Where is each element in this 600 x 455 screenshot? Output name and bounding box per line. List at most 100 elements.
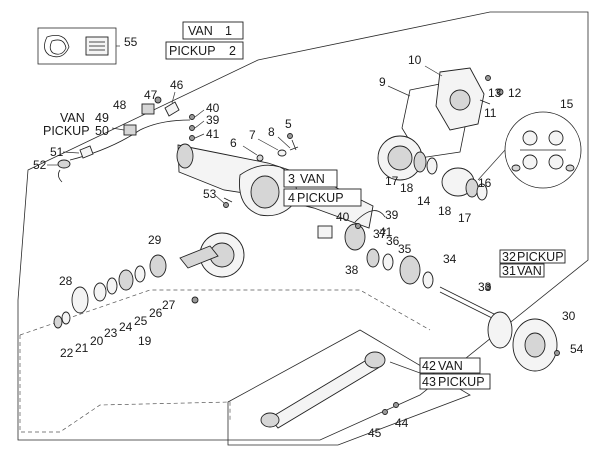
callout-41-mid: 41 (379, 225, 393, 239)
callout-25: 25 (134, 314, 148, 328)
tag-left-pickup-label: PICKUP (43, 124, 90, 138)
callout-55: 55 (124, 35, 138, 49)
tag-left-van-label: VAN (60, 111, 85, 125)
plug-6 (256, 154, 264, 162)
gasket-kit: 55 (37, 27, 138, 65)
callout-12: 12 (508, 86, 522, 100)
callout-16: 16 (478, 176, 492, 190)
tag-left-van-ref: 49 (95, 111, 109, 125)
seal-38 (366, 248, 380, 268)
gasket-inner-icon (49, 39, 67, 55)
callout-40-top: 40 (206, 101, 220, 115)
callout-10: 10 (408, 53, 422, 67)
washer-20 (61, 311, 71, 325)
shim-17-upper (426, 157, 438, 175)
bearing-18-upper (413, 151, 427, 173)
callout-18-lower: 18 (438, 204, 452, 218)
tag-pickup-ref: 2 (229, 44, 236, 58)
flange-28 (71, 286, 89, 314)
shim-24 (106, 277, 118, 295)
spacer-34 (422, 271, 434, 289)
callout-8: 8 (268, 125, 275, 139)
callout-35: 35 (398, 242, 412, 256)
tag-pickup-label: PICKUP (169, 44, 216, 58)
callout-44: 44 (395, 416, 409, 430)
callout-37: 37 (373, 227, 387, 241)
carrier-opening (250, 175, 280, 209)
brake-cable-cluster (57, 96, 195, 183)
callout-46: 46 (170, 78, 184, 92)
callout-6: 6 (230, 136, 237, 150)
callout-17-upper: 17 (385, 174, 399, 188)
tag-mid-van-box (283, 169, 338, 188)
callout-21: 21 (75, 341, 89, 355)
screw-11 (479, 99, 491, 105)
callout-27: 27 (162, 298, 176, 312)
bolt-13 (485, 75, 491, 81)
clamp-51 (79, 145, 94, 159)
tag-pickup-box (165, 41, 244, 60)
tag-shaft-pickup-label: PICKUP (438, 375, 485, 389)
callout-22: 22 (60, 346, 74, 360)
propeller-shaft (269, 357, 379, 429)
tag-shaft-van-box (419, 357, 481, 374)
callout-52: 52 (33, 158, 47, 172)
rear-cover-group (401, 67, 504, 159)
breather-53 (223, 202, 229, 208)
callout-54: 54 (570, 342, 584, 356)
callout-5: 5 (285, 117, 292, 131)
callout-40-mid: 40 (336, 210, 350, 224)
tag-mid-ref-4: 4 (288, 191, 295, 205)
pinion-shaft-29 (179, 245, 219, 269)
dashed-boundary-2 (19, 289, 431, 336)
callout-9: 9 (379, 75, 386, 89)
axle-flange-right (344, 223, 366, 251)
tag-shaft-van-label: VAN (438, 359, 463, 373)
bolt-45 (382, 409, 388, 415)
tag-van-box (182, 21, 244, 40)
variant-tag-mid: 3 VAN 4 PICKUP (283, 169, 362, 207)
bracket-48 (141, 103, 155, 115)
callout-33: 33 (478, 280, 492, 294)
brake-pipe-right (354, 210, 386, 229)
tag-right-pickup-box (499, 249, 566, 264)
pinion-group (53, 232, 245, 329)
right-hub-group (366, 248, 560, 372)
tag-mid-van-label: VAN (300, 172, 325, 186)
callout-23: 23 (104, 326, 118, 340)
bearing-35 (399, 255, 421, 285)
pipe-39 (354, 210, 386, 223)
callout-47: 47 (144, 88, 158, 102)
tag-shaft-pickup-ref: 43 (422, 375, 436, 389)
ring-gear-group (377, 135, 488, 201)
callout-17-lower: 17 (458, 211, 472, 225)
callout-29: 29 (148, 233, 162, 247)
tag-shaft-pickup-box (419, 373, 491, 390)
seal-23 (93, 282, 107, 302)
callout-36: 36 (386, 234, 400, 248)
callout-24: 24 (119, 320, 133, 334)
callout-34: 34 (443, 252, 457, 266)
callout-30: 30 (562, 309, 576, 323)
variant-tag-top: VAN 1 PICKUP 2 (165, 21, 244, 60)
bearing-25 (118, 269, 134, 291)
spacer-26 (134, 265, 146, 283)
washer-7 (277, 149, 287, 157)
tag-right-van-label: VAN (517, 264, 542, 278)
bolt-12 (496, 88, 504, 96)
callout-28: 28 (59, 274, 73, 288)
callout-7: 7 (249, 128, 256, 142)
tag-shaft-van-ref: 42 (422, 359, 436, 373)
callout-48: 48 (113, 98, 127, 112)
bearing-16 (465, 178, 479, 198)
tag-mid-pickup-label: PICKUP (297, 191, 344, 205)
nut-44 (393, 402, 399, 408)
tag-right-pickup-ref: 32 (502, 250, 516, 264)
screw-54 (554, 350, 560, 356)
axle-shaft (439, 286, 501, 318)
callout-20: 20 (90, 334, 104, 348)
callout-14: 14 (417, 194, 431, 208)
callout-41-top: 41 (206, 127, 220, 141)
callout-38: 38 (345, 263, 359, 277)
